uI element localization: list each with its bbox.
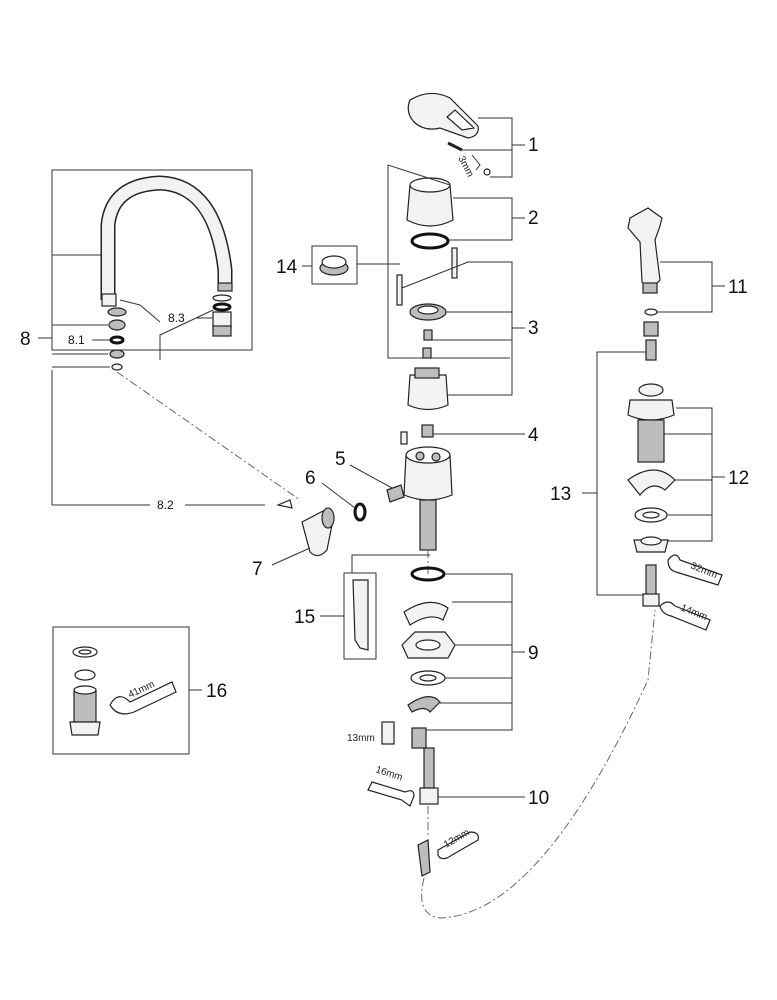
- spout-ring-b: [108, 319, 126, 331]
- side-spray-assembly: [582, 207, 725, 631]
- callout-10: 10: [528, 788, 549, 809]
- callout-6: 6: [305, 468, 316, 489]
- callout-11: 11: [728, 277, 748, 298]
- cartridge-stem: [423, 329, 433, 341]
- callout-2: 2: [528, 208, 539, 229]
- lower-hose: [645, 564, 657, 596]
- spout-washer: [109, 349, 125, 359]
- elbow-clip: [275, 499, 293, 509]
- hose-guide-flange: [627, 399, 675, 421]
- callout-8-3: 8.3: [168, 311, 185, 325]
- callout-9: 9: [528, 643, 539, 664]
- cartridge: [407, 374, 449, 411]
- mounting-set: [320, 554, 525, 749]
- cap-o-ring: [410, 232, 450, 250]
- callout-8-2: 8.2: [157, 498, 174, 512]
- wrench-41: [109, 681, 177, 715]
- ext-nut: [69, 721, 101, 736]
- spout-assembly: [38, 169, 301, 506]
- shower-washer: [644, 308, 658, 316]
- mixer-body-assembly: [271, 92, 525, 575]
- extension-set: [52, 626, 202, 755]
- wrench-16: [367, 781, 415, 807]
- callout-15: 15: [294, 607, 315, 628]
- nut-13-size: 13mm: [347, 733, 375, 744]
- handle-cap-box: [311, 245, 358, 285]
- callout-4: 4: [528, 425, 539, 446]
- hex-key: [471, 154, 481, 171]
- aerator-mesh: [212, 325, 232, 337]
- callout-labels: 1 2 3 4 5 6 7 8 8.1 8.2 8.3 9 10 11 12 1…: [20, 135, 749, 809]
- hex-key-size: 3mm: [455, 154, 475, 179]
- hand-shower: [627, 207, 663, 288]
- half-washer: [403, 601, 449, 626]
- wrench-14: [659, 601, 711, 631]
- horseshoe-washer: [407, 696, 441, 713]
- shower-hose: [645, 339, 657, 361]
- spout-detail-box: [51, 169, 253, 351]
- spout-small-ring: [111, 363, 123, 371]
- ext-washer-mid: [74, 669, 96, 681]
- wrench-16-size: 16mm: [374, 764, 404, 783]
- body-cap: [406, 184, 454, 227]
- callout-12: 12: [728, 468, 749, 489]
- callout-16: 16: [206, 681, 227, 702]
- cartridge-screw-left: [396, 274, 403, 306]
- spout-thread: [101, 293, 117, 307]
- ext-sleeve: [73, 689, 97, 723]
- guide-half-washer: [627, 469, 676, 496]
- threaded-rod-end: [411, 727, 427, 749]
- outlet-nipple: [386, 484, 405, 503]
- callout-1: 1: [528, 135, 539, 156]
- flow-insert: [421, 424, 434, 438]
- lower-hose-nut: [642, 593, 660, 607]
- callout-13: 13: [550, 484, 571, 505]
- callout-3: 3: [528, 318, 539, 339]
- hose-nut: [419, 787, 439, 805]
- shower-hose-nut: [643, 321, 659, 337]
- body-hose-stub: [419, 499, 437, 551]
- lever-cap: [446, 109, 476, 131]
- hose-end: [417, 839, 431, 877]
- hose: [423, 747, 435, 789]
- set-screw: [447, 141, 463, 152]
- lever-plug: [483, 168, 491, 176]
- wrench-32: [667, 554, 723, 586]
- callout-7: 7: [252, 559, 263, 580]
- spout-tip: [217, 282, 233, 292]
- spout-ring-a: [107, 307, 127, 317]
- hex-nut-13: [381, 721, 395, 745]
- wrench-12: [437, 831, 479, 860]
- callout-14: 14: [276, 257, 298, 278]
- callout-8-1: 8.1: [68, 333, 85, 347]
- installation-tool: [352, 579, 369, 651]
- hose-guide-thread: [637, 419, 665, 463]
- callout-5: 5: [335, 449, 346, 470]
- callout-8: 8: [20, 329, 31, 350]
- small-pin: [400, 431, 408, 445]
- cartridge-screw-right: [451, 247, 458, 279]
- hose-assembly: [367, 609, 656, 919]
- spout-o-ring: [109, 335, 125, 345]
- aerator-ring: [212, 294, 232, 302]
- hose-guide-top: [638, 383, 664, 397]
- lever-handle: [407, 92, 479, 139]
- elbow-o-ring: [353, 502, 367, 522]
- aerator-seal: [212, 302, 232, 312]
